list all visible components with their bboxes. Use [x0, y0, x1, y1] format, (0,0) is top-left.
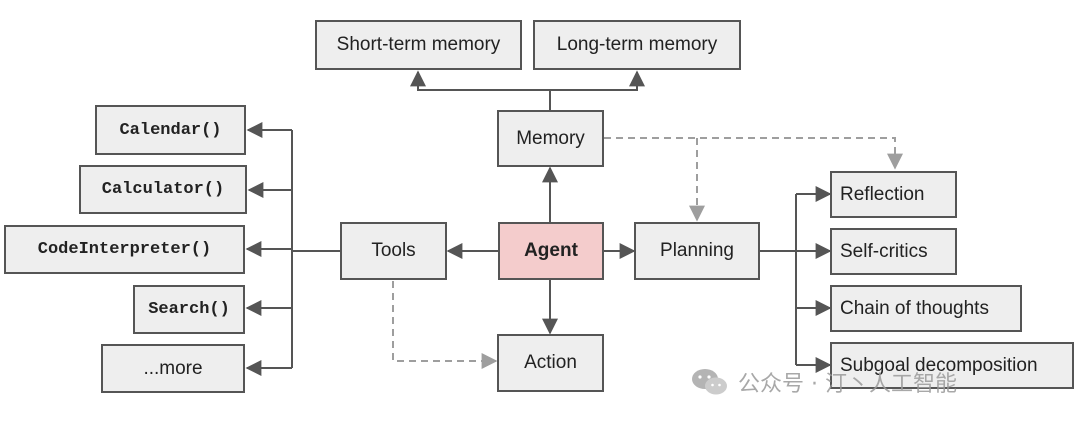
- action-box: Action: [497, 334, 604, 392]
- edge-memory-to-reflection-dashed: [604, 137, 903, 170]
- chain-of-thoughts-box: Chain of thoughts: [830, 285, 1022, 332]
- watermark: 公众号 · 汀丶人工智能: [690, 364, 957, 400]
- reflection-box: Reflection: [830, 171, 957, 218]
- search-box: Search(): [133, 285, 245, 334]
- subgoal-decomposition-box: Subgoal decomposition: [830, 342, 1074, 389]
- short-term-memory-box: Short-term memory: [315, 20, 522, 70]
- calculator-box: Calculator(): [79, 165, 247, 214]
- edge-tools-to-action-dashed: [392, 281, 498, 369]
- long-term-memory-box: Long-term memory: [533, 20, 741, 70]
- watermark-text: 公众号 · 汀丶人工智能: [738, 372, 957, 397]
- calendar-box: Calendar(): [95, 105, 246, 155]
- edge-memory-to-long-term: [550, 70, 645, 91]
- edge-planning-bus: [760, 194, 797, 365]
- more-box: ...more: [101, 344, 245, 393]
- code-interpreter-box: CodeInterpreter(): [4, 225, 245, 274]
- wechat-icon: [692, 369, 727, 395]
- tools-box: Tools: [340, 222, 447, 280]
- agent-box: Agent: [498, 222, 604, 280]
- self-critics-box: Self-critics: [830, 228, 957, 275]
- planning-box: Planning: [634, 222, 760, 280]
- memory-box: Memory: [497, 110, 604, 167]
- edge-memory-to-memory-types: [410, 70, 551, 110]
- edge-tools-bus: [291, 130, 340, 368]
